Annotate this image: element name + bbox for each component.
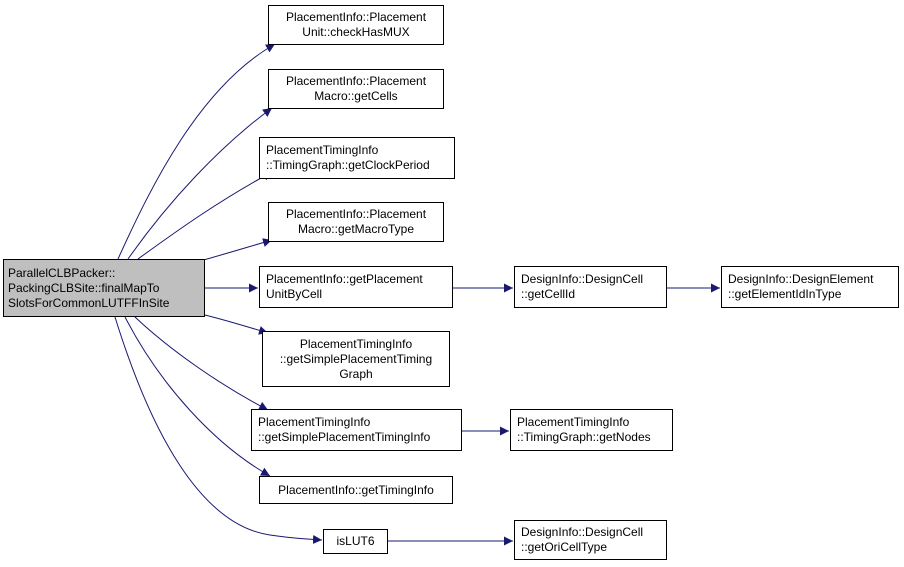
node-getmacrotype[interactable]: PlacementInfo::Placement Macro::getMacro… <box>268 202 444 242</box>
node-getclockperiod-label: PlacementTimingInfo ::TimingGraph::getCl… <box>266 143 430 172</box>
edge-root-to-getclockperiod <box>137 171 273 260</box>
edge-root-to-gettiminginfo <box>124 316 271 477</box>
node-getplacementunitbycell[interactable]: PlacementInfo::getPlacement UnitByCell <box>259 266 453 308</box>
node-getelementidintype-label: DesignInfo::DesignElement ::getElementId… <box>728 272 874 301</box>
node-islut6-label: isLUT6 <box>336 534 375 548</box>
node-getclockperiod[interactable]: PlacementTimingInfo ::TimingGraph::getCl… <box>259 137 455 179</box>
node-getcellid-label: DesignInfo::DesignCell ::getCellId <box>521 272 644 301</box>
node-getoricelltype[interactable]: DesignInfo::DesignCell ::getOriCellType <box>514 520 667 560</box>
node-getoricelltype-label: DesignInfo::DesignCell ::getOriCellType <box>521 525 644 554</box>
edge-root-to-getsimpleplacementtiminggraph <box>204 314 269 335</box>
node-getmacrotype-label: PlacementInfo::Placement Macro::getMacro… <box>285 207 427 236</box>
node-checkhasmux-label: PlacementInfo::Placement Unit::checkHasM… <box>285 10 427 39</box>
node-getcellid[interactable]: DesignInfo::DesignCell ::getCellId <box>514 266 667 308</box>
root-function-node: ParallelCLBPacker:: PackingCLBSite::fina… <box>3 259 205 317</box>
node-getnodes[interactable]: PlacementTimingInfo ::TimingGraph::getNo… <box>510 409 673 451</box>
node-getsimpleplacementtiminginfo[interactable]: PlacementTimingInfo ::getSimplePlacement… <box>251 409 462 451</box>
edge-root-to-getsimpleplacementtiminginfo <box>134 316 269 411</box>
node-getsimpleplacementtiminggraph-label: PlacementTimingInfo ::getSimplePlacement… <box>279 336 433 381</box>
edge-root-to-checkhasmux <box>117 43 276 260</box>
node-checkhasmux[interactable]: PlacementInfo::Placement Unit::checkHasM… <box>268 5 444 45</box>
edge-root-to-getmacrotype <box>199 238 273 262</box>
node-gettiminginfo-label: PlacementInfo::getTimingInfo <box>278 482 434 497</box>
node-gettiminginfo[interactable]: PlacementInfo::getTimingInfo <box>259 476 453 504</box>
node-getelementidintype[interactable]: DesignInfo::DesignElement ::getElementId… <box>721 266 899 308</box>
node-getcells[interactable]: PlacementInfo::Placement Macro::getCells <box>268 69 444 109</box>
node-getsimpleplacementtiminggraph[interactable]: PlacementTimingInfo ::getSimplePlacement… <box>262 331 450 387</box>
node-getcells-label: PlacementInfo::Placement Macro::getCells <box>285 74 427 103</box>
node-getplacementunitbycell-label: PlacementInfo::getPlacement UnitByCell <box>266 272 423 301</box>
root-function-label: ParallelCLBPacker:: PackingCLBSite::fina… <box>8 265 170 310</box>
node-islut6[interactable]: isLUT6 <box>323 529 388 554</box>
edge-root-to-islut6 <box>114 316 323 544</box>
node-getsimpleplacementtiminginfo-label: PlacementTimingInfo ::getSimplePlacement… <box>258 415 431 444</box>
edge-root-to-getcells <box>127 107 273 260</box>
node-getnodes-label: PlacementTimingInfo ::TimingGraph::getNo… <box>517 415 651 444</box>
